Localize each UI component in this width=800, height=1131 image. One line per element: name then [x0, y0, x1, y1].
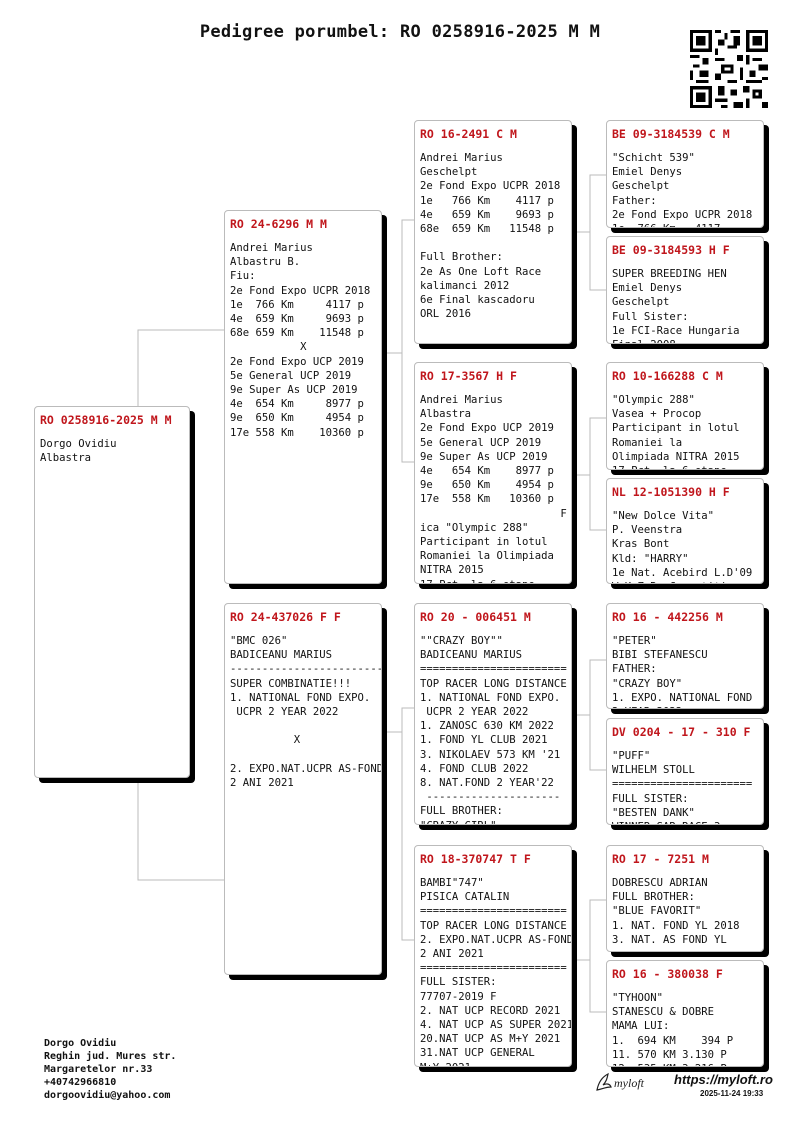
ring-number: RO 16 - 380038 F — [612, 967, 723, 981]
owner-contact: Dorgo Ovidiu Reghin jud. Mures str. Marg… — [44, 1038, 177, 1101]
ring-number: RO 16 - 442256 M — [612, 610, 723, 624]
ring-number: RO 0258916-2025 M M — [40, 413, 172, 427]
card-details: Dorgo Ovidiu Albastra — [40, 438, 117, 465]
card-details: Andrei Marius Albastru B. Fiu: 2e Fond E… — [230, 242, 371, 439]
card-details: "TYHOON" STANESCU & DOBRE MAMA LUI: 1. 6… — [612, 992, 734, 1066]
pedigree-card-dam[interactable]: RO 24-437026 F F "BMC 026" BADICEANU MAR… — [224, 603, 382, 975]
website-link[interactable]: https://myloft.ro — [674, 1072, 773, 1087]
ring-number: RO 24-437026 F F — [230, 610, 341, 624]
card-details: BAMBI"747" PISICA CATALIN ==============… — [420, 877, 572, 1066]
pedigree-card-dam-dam[interactable]: RO 18-370747 T F BAMBI"747" PISICA CATAL… — [414, 845, 572, 1067]
ring-number: RO 17 - 7251 M — [612, 852, 709, 866]
pedigree-card-sire-dam[interactable]: RO 17-3567 H F Andrei Marius Albastra 2e… — [414, 362, 572, 584]
pedigree-card-mfm[interactable]: DV 0204 - 17 - 310 F "PUFF" WILHELM STOL… — [606, 718, 764, 825]
pedigree-card-fmf[interactable]: RO 10-166288 C M "Olympic 288" Vasea + P… — [606, 362, 764, 470]
card-details: DOBRESCU ADRIAN FULL BROTHER: "BLUE FAVO… — [612, 877, 740, 946]
card-details: "Olympic 288" Vasea + Procop Participant… — [612, 394, 740, 469]
card-details: ""CRAZY BOY"" BADICEANU MARIUS =========… — [420, 635, 567, 824]
page-title: Pedigree porumbel: RO 0258916-2025 M M — [199, 22, 601, 42]
ring-number: RO 10-166288 C M — [612, 369, 723, 383]
card-details: SUPER BREEDING HEN Emiel Denys Geschelpt… — [612, 268, 740, 343]
pedigree-card-mff[interactable]: RO 16 - 442256 M "PETER" BIBI STEFANESCU… — [606, 603, 764, 709]
pedigree-card-fmm[interactable]: NL 12-1051390 H F "New Dolce Vita" P. Ve… — [606, 478, 764, 584]
ring-number: RO 18-370747 T F — [420, 852, 531, 866]
ring-number: RO 17-3567 H F — [420, 369, 517, 383]
card-details: "PETER" BIBI STEFANESCU FATHER: "CRAZY B… — [612, 635, 753, 708]
ring-number: DV 0204 - 17 - 310 F — [612, 725, 751, 739]
pedigree-card-sire-sire[interactable]: RO 16-2491 C M Andrei Marius Geschelpt 2… — [414, 120, 572, 344]
pedigree-card-mmf[interactable]: RO 17 - 7251 M DOBRESCU ADRIAN FULL BROT… — [606, 845, 764, 952]
card-details: Andrei Marius Geschelpt 2e Fond Expo UCP… — [420, 152, 561, 321]
pedigree-card-fff[interactable]: BE 09-3184539 C M "Schicht 539" Emiel De… — [606, 120, 764, 228]
qr-code-icon — [690, 30, 768, 108]
timestamp: 2025-11-24 19:33 — [700, 1089, 764, 1098]
brand-name: myloft — [614, 1076, 645, 1090]
card-details: "BMC 026" BADICEANU MARIUS -------------… — [230, 635, 382, 790]
ring-number: NL 12-1051390 H F — [612, 485, 730, 499]
pedigree-card-subject[interactable]: RO 0258916-2025 M M Dorgo Ovidiu Albastr… — [34, 406, 190, 778]
ring-number: RO 16-2491 C M — [420, 127, 517, 141]
card-details: "Schicht 539" Emiel Denys Geschelpt Fath… — [612, 152, 753, 227]
card-details: "New Dolce Vita" P. Veenstra Kras Bont K… — [612, 510, 753, 583]
ring-number: BE 09-3184593 H F — [612, 243, 730, 257]
pigeon-logo-icon: myloft — [596, 1072, 645, 1091]
ring-number: RO 20 - 006451 M — [420, 610, 531, 624]
ring-number: BE 09-3184539 C M — [612, 127, 730, 141]
card-details: "PUFF" WILHELM STOLL ===================… — [612, 750, 753, 824]
pedigree-card-sire[interactable]: RO 24-6296 M M Andrei Marius Albastru B.… — [224, 210, 382, 584]
pedigree-card-dam-sire[interactable]: RO 20 - 006451 M ""CRAZY BOY"" BADICEANU… — [414, 603, 572, 825]
card-details: Andrei Marius Albastra 2e Fond Expo UCP … — [420, 394, 567, 583]
ring-number: RO 24-6296 M M — [230, 217, 327, 231]
pedigree-card-mmm[interactable]: RO 16 - 380038 F "TYHOON" STANESCU & DOB… — [606, 960, 764, 1067]
pedigree-card-ffm[interactable]: BE 09-3184593 H F SUPER BREEDING HEN Emi… — [606, 236, 764, 344]
